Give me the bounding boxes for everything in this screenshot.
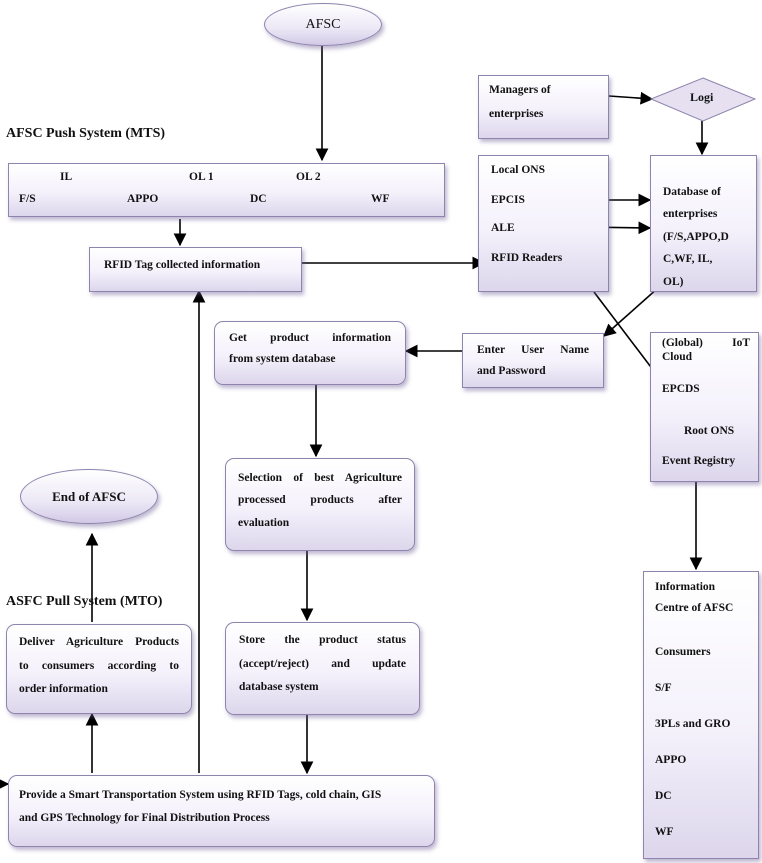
store-line-2: (accept/reject) and update (239, 657, 406, 670)
logi-diamond (649, 77, 757, 122)
push-system-heading: AFSC Push System (MTS) (6, 126, 166, 141)
selection-box: Selection of best Agriculture processed … (225, 458, 415, 551)
get-product-line-2: from system database (229, 353, 336, 366)
push-chain-box: IL OL 1 OL 2 F/S APPO DC WF (8, 163, 445, 217)
deliver-box: Deliver Agriculture Products to consumer… (6, 624, 192, 714)
local-ons-label: Local ONS (491, 164, 545, 176)
store-line-3: database system (239, 681, 319, 694)
node-appo: APPO (127, 193, 159, 205)
label-ol2: OL 2 (296, 171, 321, 183)
iot-cloud-box: (Global) IoT Cloud EPCDS Root ONS Event … (650, 332, 759, 482)
arrow-managers-to-logi (608, 91, 654, 105)
info-item-wf: WF (655, 826, 674, 838)
epcis-label: EPCIS (491, 194, 525, 206)
rfid-readers-label: RFID Readers (491, 252, 563, 264)
managers-line-2: enterprises (489, 108, 544, 121)
login-line-2: and Password (477, 365, 546, 378)
root-ons-label: Root ONS (684, 425, 735, 437)
rfid-collected-label: RFID Tag collected information (104, 259, 261, 271)
info-item-consumers: Consumers (655, 646, 711, 658)
store-box: Store the product status (accept/reject)… (225, 622, 420, 715)
database-line-5: OL) (663, 275, 684, 288)
afsc-label: AFSC (305, 16, 341, 32)
node-fs: F/S (19, 193, 36, 205)
selection-line-1: Selection of best Agriculture (238, 472, 402, 484)
ons-epcis-box: Local ONS EPCIS ALE RFID Readers (478, 155, 609, 292)
line-database-to-login (603, 287, 659, 337)
pull-system-heading: ASFC Pull System (MTO) (6, 594, 163, 609)
event-registry-label: Event Registry (662, 455, 736, 467)
deliver-line-2: to consumers according to (19, 659, 179, 672)
login-line-1: Enter User Name (477, 344, 589, 356)
deliver-line-1: Deliver Agriculture Products (19, 636, 179, 648)
get-product-line-1: Get product information (229, 332, 391, 344)
label-ol1: OL 1 (189, 171, 214, 183)
iot-cloud-title-2: Cloud (662, 351, 693, 363)
transport-box: Provide a Smart Transportation System us… (8, 775, 435, 847)
node-wf: WF (371, 193, 390, 205)
info-centre-title-1: Information (655, 581, 716, 593)
info-item-appo: APPO (655, 754, 687, 766)
end-of-afsc-label: End of AFSC (52, 488, 126, 504)
selection-line-2: processed products after (238, 494, 402, 507)
end-of-afsc-oval: End of AFSC (20, 469, 158, 524)
transport-line-2: and GPS Technology for Final Distributio… (19, 812, 270, 824)
transport-line-1: Provide a Smart Transportation System us… (19, 789, 382, 801)
label-il: IL (60, 171, 73, 183)
epcds-label: EPCDS (662, 383, 700, 395)
store-line-1: Store the product status (239, 634, 406, 646)
database-line-2: enterprises (663, 208, 718, 221)
managers-box: Managers of enterprises (478, 75, 609, 139)
info-item-3pls: 3PLs and GRO (655, 718, 731, 730)
info-centre-title-2: Centre of AFSC (655, 602, 734, 614)
info-item-sf: S/F (655, 682, 672, 694)
ale-label: ALE (491, 222, 515, 234)
iot-cloud-title-1: (Global) IoT (662, 337, 750, 349)
afsc-oval: AFSC (264, 3, 382, 46)
database-line-1: Database of (663, 186, 721, 198)
node-dc: DC (250, 193, 267, 205)
managers-line-1: Managers of (489, 84, 551, 96)
get-product-box: Get product information from system data… (214, 321, 406, 385)
rfid-collected-box: RFID Tag collected information (89, 247, 302, 292)
database-line-3: (F/S,APPO,D (663, 230, 729, 243)
database-box: Database of enterprises (F/S,APPO,D C,WF… (650, 155, 757, 292)
login-box: Enter User Name and Password (462, 333, 604, 388)
database-line-4: C,WF, IL, (663, 253, 713, 266)
logi-label: Logi (690, 90, 714, 104)
info-centre-box: Information Centre of AFSC Consumers S/F… (643, 571, 759, 859)
info-item-dc: DC (655, 790, 672, 802)
deliver-line-3: order information (19, 683, 108, 696)
selection-line-3: evaluation (238, 516, 290, 529)
